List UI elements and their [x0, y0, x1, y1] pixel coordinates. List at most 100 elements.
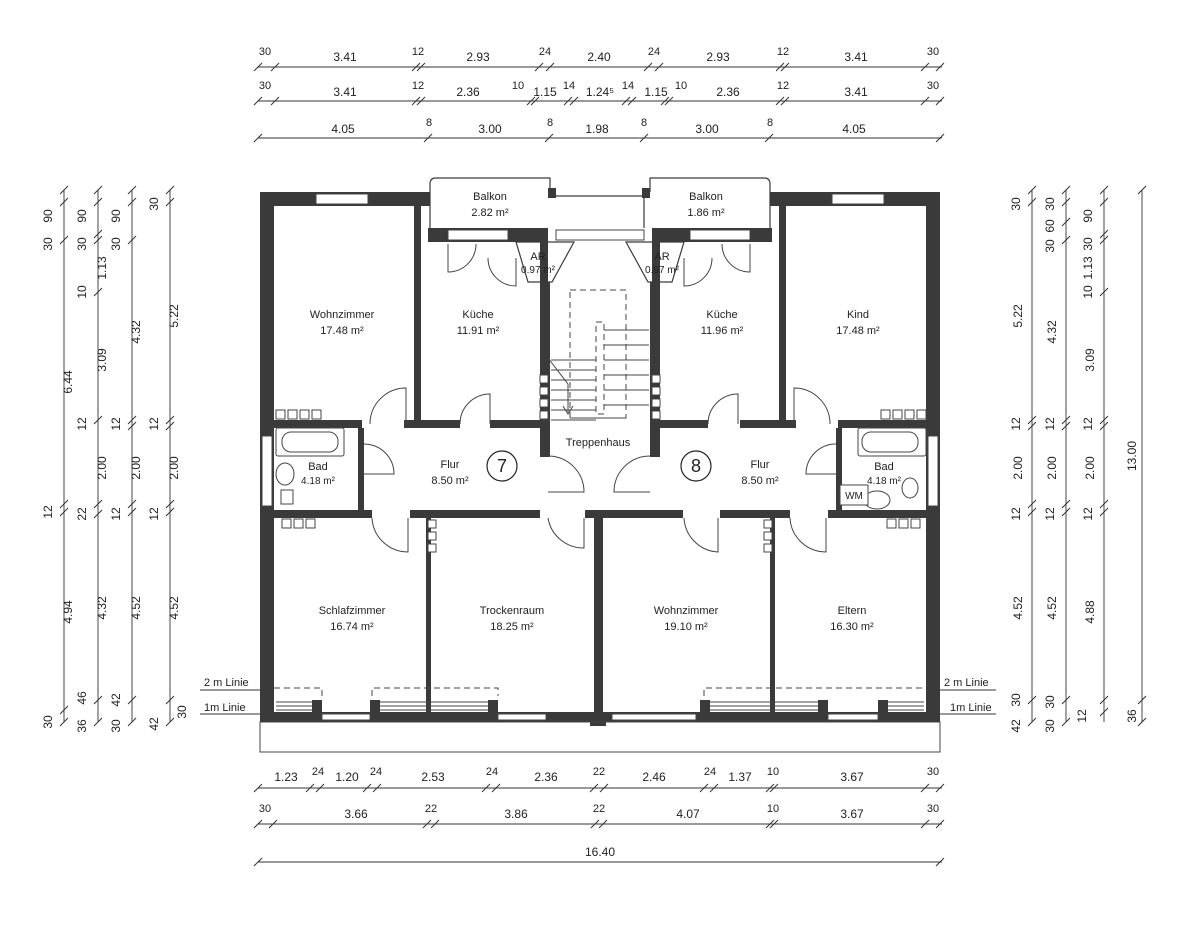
dim-label: 1.13: [1081, 256, 1095, 280]
dim-label: 3.09: [1083, 348, 1097, 372]
dim-label: 30: [927, 766, 939, 778]
bottom-dimension-row-2: 30 3.66 22 3.86 22 4.07 10 3.67 30: [253, 803, 945, 829]
dim-label: 14: [563, 80, 575, 92]
room-name: Trockenraum: [480, 605, 544, 617]
dim-label: 2.00: [95, 456, 109, 480]
dim-label: 12: [777, 46, 789, 58]
dim-label: 3.09: [95, 348, 109, 372]
dim-label: 30: [1043, 197, 1057, 211]
dim-label: 22: [593, 803, 605, 815]
dim-label: 3.41: [333, 50, 357, 64]
dim-label: 8: [641, 117, 647, 129]
washing-machine-label: WM: [845, 491, 863, 502]
room-name: Wohnzimmer: [310, 309, 375, 321]
room-area: 11.96 m²: [701, 325, 744, 337]
room-name: Küche: [706, 309, 737, 321]
dim-label: 12: [1081, 507, 1095, 521]
dim-label: 12: [75, 417, 89, 431]
room-area: 4.18 m²: [301, 476, 336, 487]
dim-label: 10: [675, 80, 687, 92]
room-name: Wohnzimmer: [654, 605, 719, 617]
room-area: 17.48 m²: [836, 325, 880, 337]
dim-label: 36: [1125, 709, 1139, 723]
room-area: 4.18 m²: [867, 476, 902, 487]
dim-label: 2.00: [1045, 456, 1059, 480]
dim-label: 12: [412, 80, 424, 92]
dim-label: 30: [259, 46, 271, 58]
dim-label: 12: [147, 417, 161, 431]
one-m-line-label: 1m Linie: [204, 702, 246, 714]
dim-label: 30: [1043, 695, 1057, 709]
dim-label: 42: [147, 717, 161, 731]
dim-label: 2.36: [716, 85, 740, 99]
room-area: 19.10 m²: [664, 621, 708, 633]
dim-label: 24: [648, 46, 660, 58]
room-name: Eltern: [838, 605, 867, 617]
room-name: Bad: [874, 461, 894, 473]
dim-label: 42: [109, 693, 123, 707]
right-dimension-columns: 30 5.22 12 2.00 12 4.52 42 30 30 60 30 4…: [1009, 185, 1147, 733]
dim-label: 4.94: [61, 600, 75, 624]
dim-label: 8: [767, 117, 773, 129]
dim-label: 30: [1009, 197, 1023, 211]
dim-label: 2.00: [1083, 456, 1097, 480]
dim-label: 30: [1043, 239, 1057, 253]
dim-label: 36: [75, 719, 89, 733]
dim-label: 30: [259, 80, 271, 92]
dim-label: 12: [412, 46, 424, 58]
room-area: 11.91 m²: [457, 325, 500, 337]
dim-label: 10: [1081, 285, 1095, 299]
dim-label: 30: [41, 715, 55, 729]
dim-label: 30: [927, 46, 939, 58]
dim-label: 1.98: [585, 122, 609, 136]
left-dimension-columns: 30 90 6.44 12 4.94 30 30 90 10 1.13 3.09…: [41, 185, 189, 733]
room-name: Bad: [308, 461, 328, 473]
staircase: [547, 289, 649, 421]
room-area: 16.30 m²: [830, 621, 874, 633]
room-labels: Balkon 2.82 m² Balkon 1.86 m² AR 0.97 m²…: [301, 191, 902, 633]
building-walls: [260, 188, 940, 726]
dim-label: 90: [41, 209, 55, 223]
dim-label: 30: [109, 719, 123, 733]
unit-number: 8: [691, 456, 701, 476]
dim-label: 2.40: [587, 50, 611, 64]
base-slab: [259, 721, 941, 753]
room-name: Flur: [441, 459, 460, 471]
dim-label: 30: [1009, 693, 1023, 707]
dim-label: 10: [75, 285, 89, 299]
dim-label: 2.00: [1011, 456, 1025, 480]
unit-markers: 7 8 WM: [486, 450, 869, 506]
dim-label: 12: [1009, 417, 1023, 431]
dim-label: 4.05: [331, 122, 355, 136]
dim-label: 1.37: [728, 770, 752, 784]
dim-label: 3.00: [695, 122, 719, 136]
dim-label: 30: [147, 197, 161, 211]
dim-label: 6.44: [61, 370, 75, 394]
dim-label: 30: [175, 705, 189, 719]
room-area: 17.48 m²: [320, 325, 364, 337]
dim-label: 30: [1043, 719, 1057, 733]
height-lines: 2 m Linie 1m Linie 2 m Linie 1m Linie: [200, 677, 996, 715]
room-area: 0.97 m²: [645, 265, 680, 276]
dim-label: 4.52: [129, 596, 143, 620]
dim-label: 1.23: [274, 770, 298, 784]
dim-label: 2.36: [534, 770, 558, 784]
dim-label: 4.88: [1083, 600, 1097, 624]
dim-label: 1.20: [335, 770, 359, 784]
dim-label: 24: [704, 766, 716, 778]
dim-label: 30: [927, 803, 939, 815]
bottom-dimension-total: 16.40: [253, 845, 945, 867]
dim-label: 2.93: [706, 50, 730, 64]
dim-label: 5.22: [1011, 304, 1025, 328]
room-area: 0.97 m²: [521, 265, 556, 276]
dim-label: 30: [41, 237, 55, 251]
room-area: 8.50 m²: [741, 475, 779, 487]
dim-label: 46: [75, 691, 89, 705]
top-dimension-row-3: 4.05 8 3.00 8 1.98 8 3.00 8 4.05: [253, 117, 945, 143]
dim-label: 30: [927, 80, 939, 92]
room-name: AR: [654, 251, 669, 263]
dim-label: 24: [312, 766, 324, 778]
one-m-line-label: 1m Linie: [950, 702, 992, 714]
doors: [363, 243, 837, 553]
